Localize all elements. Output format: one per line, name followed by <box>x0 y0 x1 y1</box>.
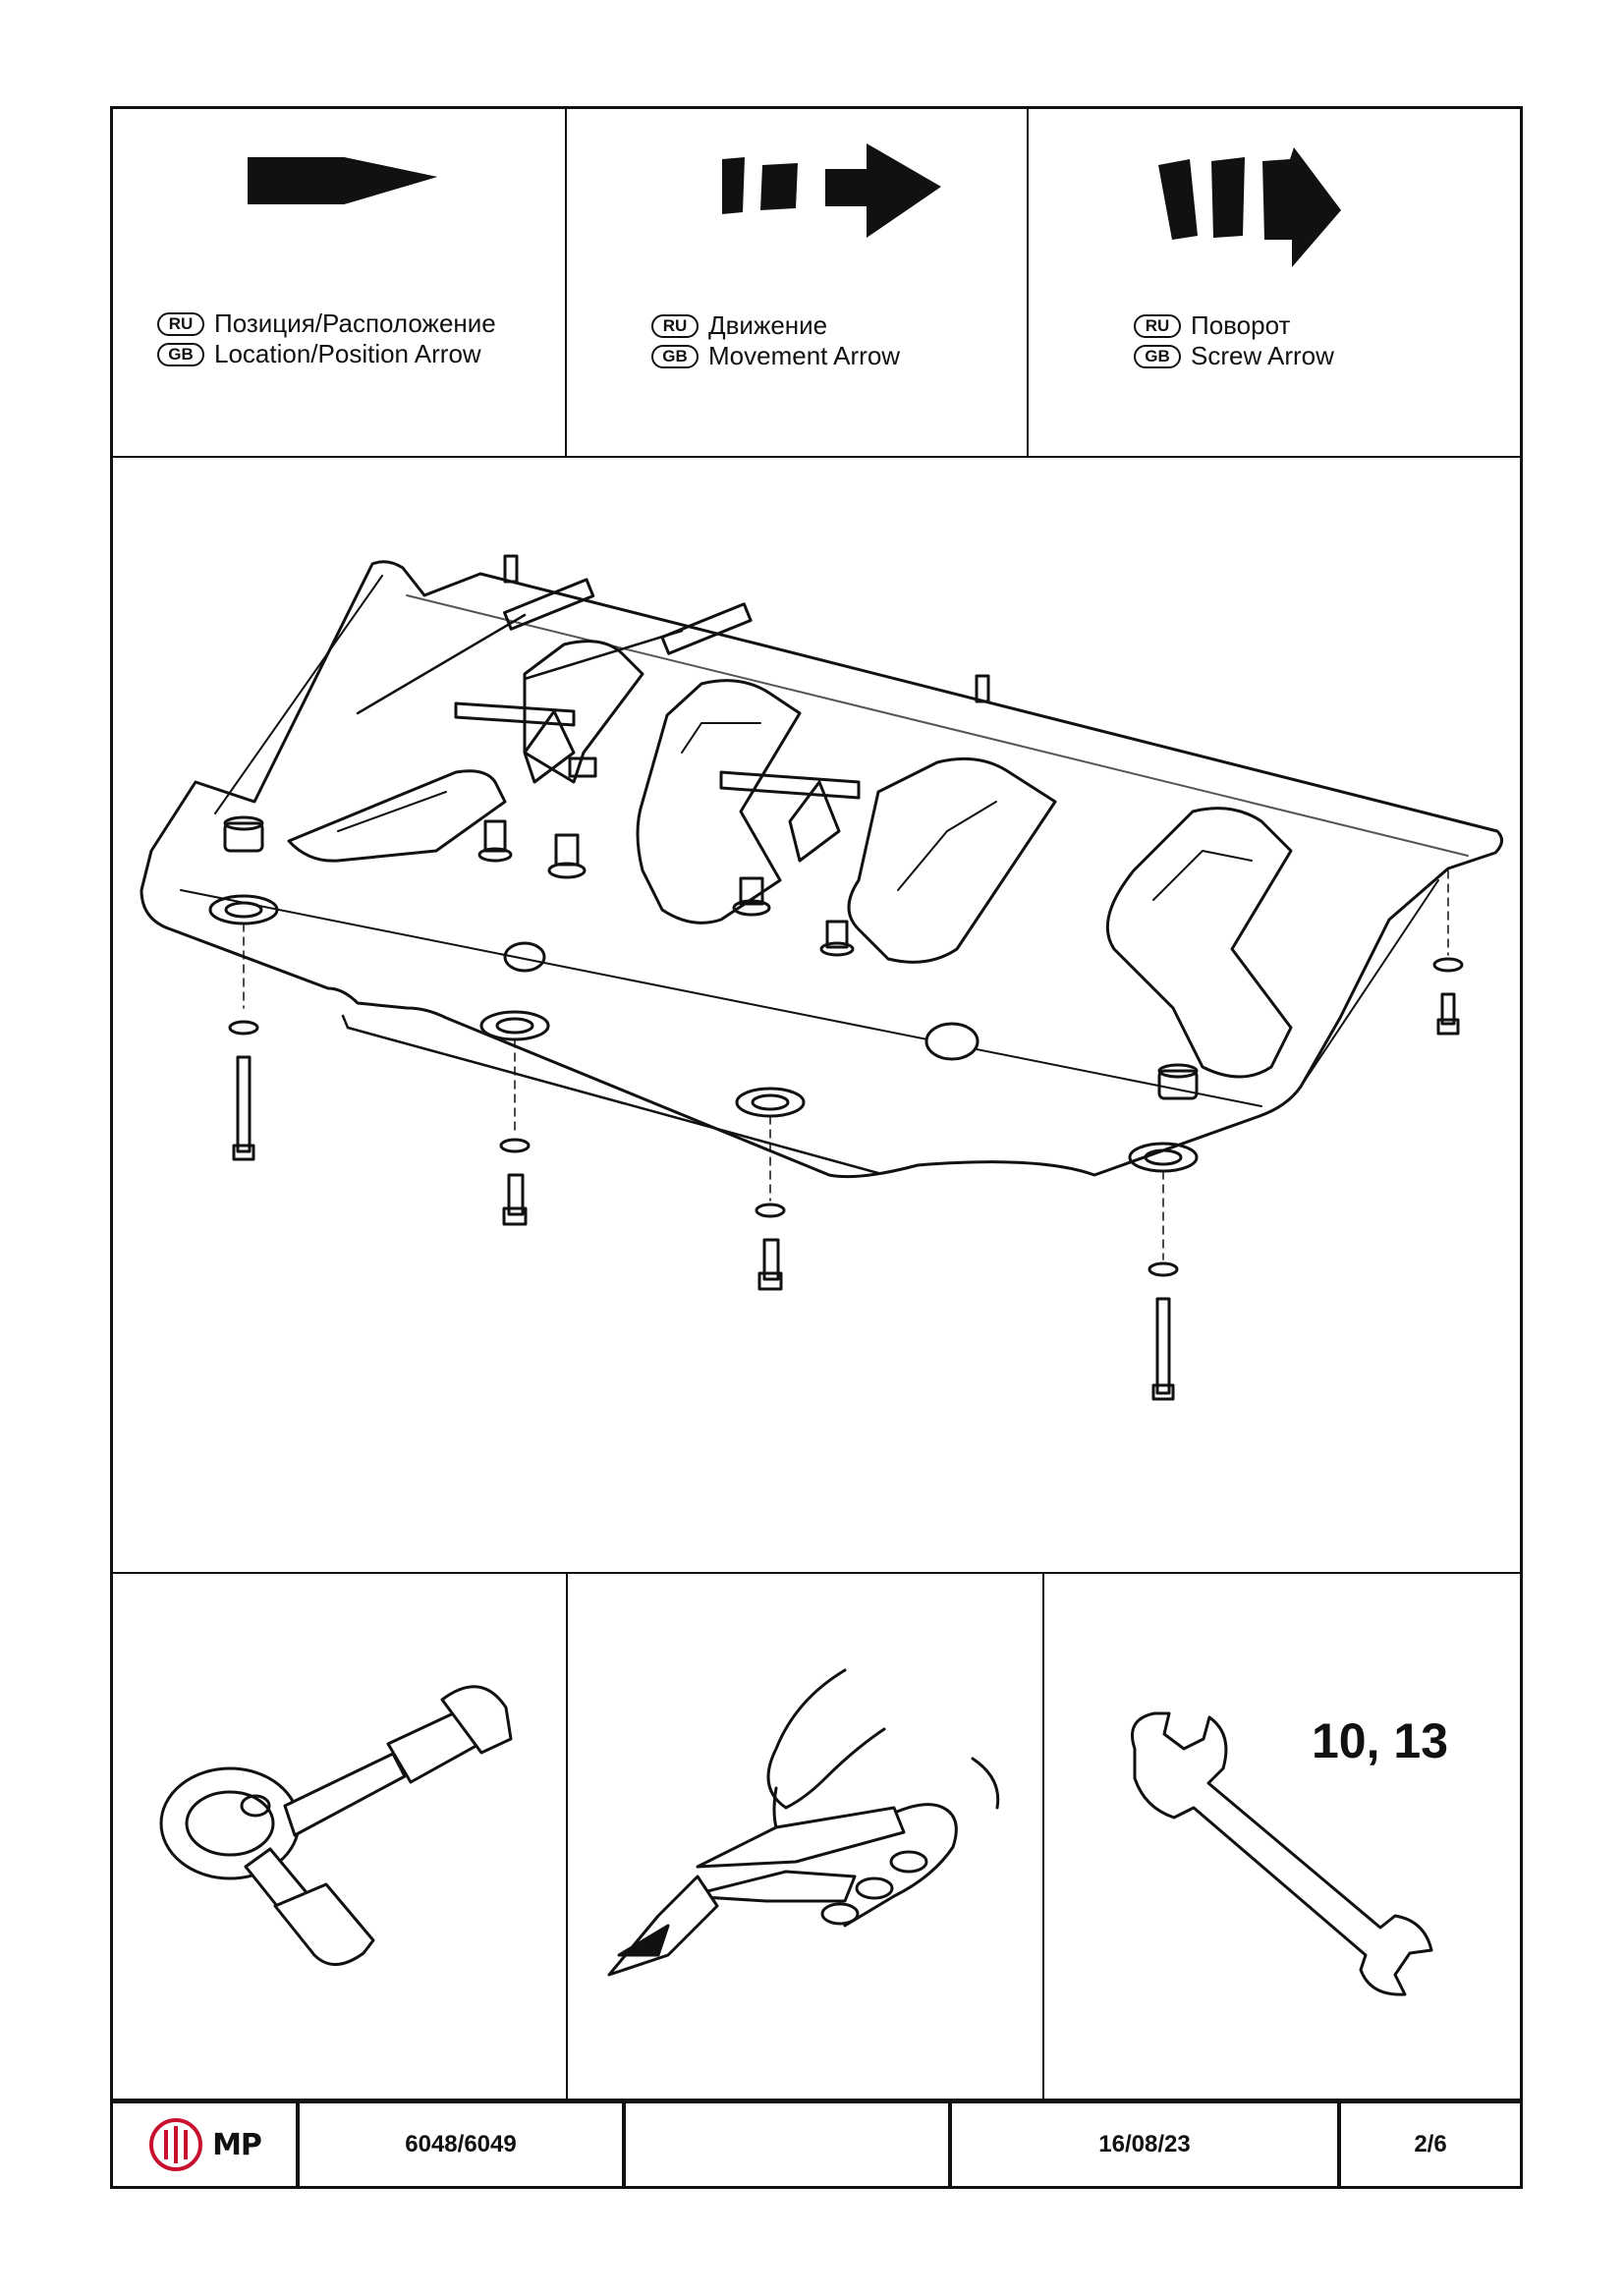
gb-badge: GB <box>157 342 204 366</box>
divider-bottom <box>110 1572 1523 1574</box>
ratchet-wrench-icon <box>159 1685 513 1966</box>
legend-location: RU Позиция/Расположение GB Location/Positi… <box>157 308 496 369</box>
footer-logo-cell: MP <box>113 2103 296 2186</box>
wire-cutter-icon <box>607 1668 1000 1977</box>
footer-separator <box>1337 2103 1341 2186</box>
footer-page-number: 2/6 <box>1414 2131 1447 2157</box>
brand-logo-text: MP <box>212 2127 262 2162</box>
divider-legend-2 <box>1027 106 1029 458</box>
legend-location-gb: Location/Position Arrow <box>214 339 481 368</box>
divider-legend-1 <box>565 106 567 458</box>
footer-part-number: 6048/6049 <box>405 2131 517 2157</box>
ru-badge: RU <box>1134 313 1181 338</box>
gb-badge: GB <box>1134 344 1181 368</box>
bolt-group <box>228 869 1464 1401</box>
movement-arrow-icon <box>722 143 941 238</box>
footer-date: 16/08/23 <box>1098 2131 1191 2157</box>
legend-screw: RU Поворот GB Screw Arrow <box>1134 310 1334 371</box>
legend-movement: RU Движение GB Movement Arrow <box>651 310 900 371</box>
ru-badge: RU <box>157 311 204 336</box>
footer-separator <box>948 2103 952 2186</box>
legend-screw-gb: Screw Arrow <box>1191 341 1334 370</box>
brand-logo-icon <box>149 2118 203 2171</box>
ru-badge: RU <box>651 313 699 338</box>
footer-empty-field <box>626 2103 948 2186</box>
divider-tools-1 <box>566 1572 568 2100</box>
gb-badge: GB <box>651 344 699 368</box>
legend-movement-ru: Движение <box>708 310 828 340</box>
legend-location-ru: Позиция/Расположение <box>214 308 496 338</box>
wrench-sizes-label: 10, 13 <box>1312 1713 1449 1768</box>
location-arrow-icon <box>248 157 437 204</box>
divider-top <box>110 456 1523 458</box>
legend-screw-ru: Поворот <box>1191 310 1291 340</box>
divider-tools-2 <box>1042 1572 1044 2100</box>
footer-separator <box>296 2103 300 2186</box>
footer-separator <box>622 2103 626 2186</box>
legend-movement-gb: Movement Arrow <box>708 341 901 370</box>
skid-plate-assembly-drawing <box>140 554 1503 1401</box>
screw-arrow-icon <box>1158 147 1341 267</box>
title-block: MP 6048/6049 16/08/23 2/6 <box>110 2099 1523 2189</box>
open-end-wrench-icon <box>1131 1711 1433 1996</box>
